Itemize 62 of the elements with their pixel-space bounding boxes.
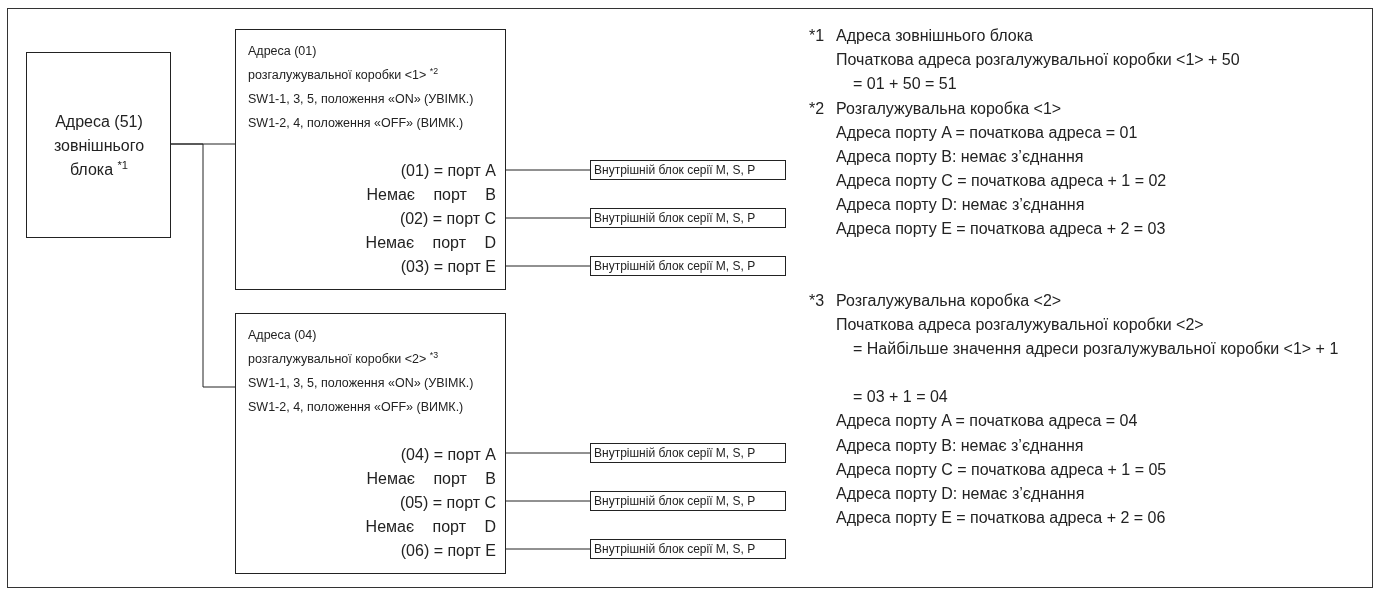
note-text: = Найбільше значення адреси розгалужувальної коробки <1> + 1 [853, 339, 1340, 359]
unit-label: Внутрішній блок серії M, S, P [594, 493, 756, 510]
note-text: Адреса порту E = початкова адреса + 2 = 06 [836, 508, 1166, 528]
footnote-marker: *1 [809, 26, 825, 46]
connector-line [170, 143, 236, 388]
connector-line [505, 452, 591, 454]
branch-box [235, 29, 506, 290]
address-heading: Адреса (04) [248, 327, 317, 344]
unit-label: Внутрішній блок серії M, S, P [594, 258, 756, 275]
note-text: Адреса порту A = початкова адреса = 01 [836, 123, 1138, 143]
connector-line [505, 500, 591, 502]
unit-label: Внутрішній блок серії M, S, P [594, 541, 756, 558]
address-heading: розгалужувальної коробки <1> $^{*2}$ [248, 67, 439, 84]
port-address: (01) = порт A [400, 161, 496, 181]
unit-label: Адреса (51) зовнішнього блока $^{*1}$ [52, 112, 146, 180]
indoor-unit-box [590, 443, 786, 463]
note-text: Адреса порту E = початкова адреса + 2 = 03 [836, 219, 1166, 239]
note-text: = 03 + 1 = 04 [853, 387, 948, 407]
note-text: Адреса порту D: немає з’єднання [836, 195, 1085, 215]
note-text: Адреса порту B: немає з’єднання [836, 436, 1084, 456]
branch-box [235, 313, 506, 574]
address-heading: Адреса (01) [248, 43, 317, 60]
unit-label: Внутрішній блок серії M, S, P [594, 210, 756, 227]
connector-line [505, 217, 591, 219]
note-text: Адреса порту C = початкова адреса + 1 = 02 [836, 171, 1167, 191]
note-text: Адреса зовнішнього блока [836, 26, 1033, 46]
port-address: (03) = порт E [400, 257, 496, 277]
outdoor-unit-box [26, 52, 171, 238]
note-text: = 01 + 50 = 51 [853, 74, 957, 94]
note-text: Розгалужувальна коробка <1> [836, 99, 1062, 119]
indoor-unit-box [590, 208, 786, 228]
port-address: (02) = порт C [399, 209, 496, 229]
unit-label: Внутрішній блок серії M, S, P [594, 445, 756, 462]
indoor-unit-box [590, 160, 786, 180]
footnote-marker: *2 [809, 99, 825, 119]
port-address: Немає порт D [365, 517, 496, 537]
port-address: (04) = порт A [400, 445, 496, 465]
footnote-marker: *3 [809, 291, 825, 311]
connector-line [505, 169, 591, 171]
note-text: Розгалужувальна коробка <2> [836, 291, 1062, 311]
note-text: Початкова адреса розгалужувальної коробки <1> + 50 [836, 50, 1240, 70]
switch-setting: SW1-1, 3, 5, положення «ON» (УВІМК.) [248, 91, 474, 108]
note-text: Адреса порту D: немає з’єднання [836, 484, 1085, 504]
note-text: Адреса порту A = початкова адреса = 04 [836, 411, 1138, 431]
port-address: (06) = порт E [400, 541, 496, 561]
switch-setting: SW1-2, 4, положення «OFF» (ВИМК.) [248, 399, 464, 416]
indoor-unit-box [590, 539, 786, 559]
switch-setting: SW1-1, 3, 5, положення «ON» (УВІМК.) [248, 375, 474, 392]
indoor-unit-box [590, 256, 786, 276]
port-address: Немає порт B [366, 469, 496, 489]
indoor-unit-box [590, 491, 786, 511]
port-address: Немає порт B [366, 185, 496, 205]
switch-setting: SW1-2, 4, положення «OFF» (ВИМК.) [248, 115, 464, 132]
connector-line [505, 265, 591, 267]
note-text: Адреса порту C = початкова адреса + 1 = 05 [836, 460, 1167, 480]
port-address: Немає порт D [365, 233, 496, 253]
unit-label: Внутрішній блок серії M, S, P [594, 162, 756, 179]
connector-line [505, 548, 591, 550]
port-address: (05) = порт C [399, 493, 496, 513]
address-heading: розгалужувальної коробки <2> $^{*3}$ [248, 351, 439, 368]
note-text: Адреса порту B: немає з’єднання [836, 147, 1084, 167]
note-text: Початкова адреса розгалужувальної коробки <2> [836, 315, 1204, 335]
